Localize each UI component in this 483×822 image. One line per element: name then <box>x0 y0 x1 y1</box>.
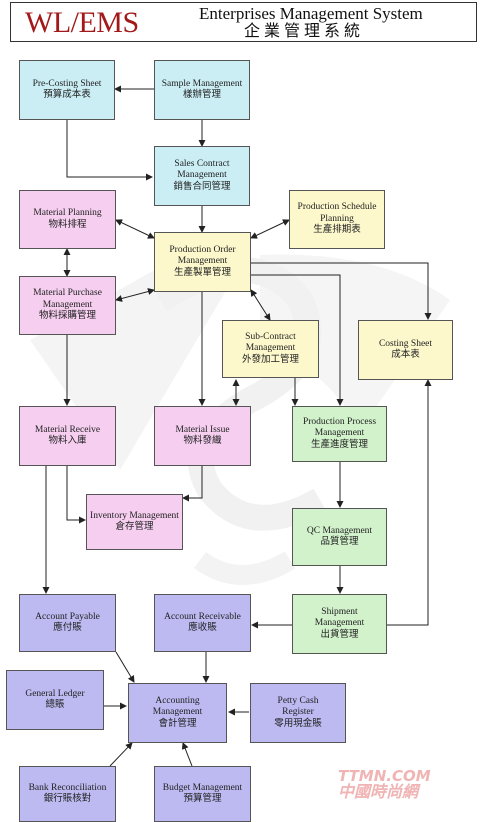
module-material-receive[interactable]: Material Receive 物料入庫 <box>19 406 116 466</box>
module-label-en: Account Receivable <box>164 611 241 622</box>
module-label-zh: 應收賬 <box>188 623 217 633</box>
module-label-en: Pre-Costing Sheet <box>32 78 102 89</box>
module-label-en: Bank Reconciliation <box>28 782 107 793</box>
module-label-en: Production Schedule <box>297 202 377 213</box>
module-budget-management[interactable]: Budget Management 預算管理 <box>154 766 251 822</box>
module-sample-management[interactable]: Sample Management 樣辦管理 <box>154 60 250 120</box>
module-label-en: Shipment <box>321 606 358 617</box>
module-sales-contract[interactable]: Sales Contract Management 銷售合同管理 <box>154 146 250 206</box>
arrow-payable-to-accounting <box>115 651 135 683</box>
arrow-issue-to-inventory <box>182 466 203 502</box>
arrow-receive-to-inventory <box>66 466 86 524</box>
logo: WL/EMS <box>25 6 139 39</box>
module-label-zh: 生產排期表 <box>313 225 361 236</box>
module-qc-management[interactable]: QC Management 品質管理 <box>292 508 387 566</box>
module-label-zh: 物料發織 <box>183 436 222 446</box>
module-account-receivable[interactable]: Account Receivable 應收賬 <box>154 594 251 652</box>
module-label-en: Management <box>314 428 365 439</box>
module-label-en: Management <box>314 618 365 629</box>
module-label-zh: 外發加工管理 <box>241 354 299 365</box>
watermark: TTMN.COM 中國時尚網 <box>338 768 431 800</box>
module-label-en: Production Order <box>169 244 236 255</box>
module-label-en: Inventory Management <box>90 510 179 521</box>
module-label-zh: 樣辦管理 <box>182 90 221 100</box>
module-label-zh: 總賬 <box>45 700 65 710</box>
module-material-purchase[interactable]: Material Purchase Management 物料採購管理 <box>19 276 116 335</box>
module-label-zh: 銀行賬核對 <box>43 794 92 804</box>
module-label-en: Accounting <box>155 695 200 706</box>
arrow-order-to-costing <box>251 262 432 320</box>
arrow-schedule-order <box>250 219 290 239</box>
arrow-budget-to-accounting <box>181 742 193 767</box>
watermark-line-1: TTMN.COM <box>338 767 431 785</box>
module-label-en: Planning <box>320 213 354 224</box>
arrow-bank-to-accounting <box>109 742 133 767</box>
system-subtitle: 企業管理系統 <box>244 23 365 40</box>
module-label-en: Material Issue <box>175 424 230 435</box>
module-accounting-management[interactable]: Accounting Management 會計管理 <box>128 683 227 743</box>
module-label-zh: 預算成本表 <box>43 90 91 100</box>
watermark-line-2: 中國時尚網 <box>338 782 419 801</box>
arrow-precosting-to-sales <box>66 120 153 181</box>
module-shipment-management[interactable]: Shipment Management 出貨管理 <box>292 594 387 654</box>
module-subcontract[interactable]: Sub-Contract Management 外發加工管理 <box>222 320 319 378</box>
module-material-planning[interactable]: Material Planning 物料排程 <box>19 190 116 249</box>
module-material-issue[interactable]: Material Issue 物料發織 <box>154 406 251 466</box>
module-label-en: Sample Management <box>161 78 243 89</box>
module-costing-sheet[interactable]: Costing Sheet 成本表 <box>358 320 453 380</box>
system-title: Enterprises Management System <box>199 4 423 23</box>
module-label-zh: 會計管理 <box>158 718 197 729</box>
module-label-zh: 出貨管理 <box>320 629 359 640</box>
module-label-en: Sub-Contract <box>245 331 296 342</box>
module-label-en: Budget Management <box>162 782 243 793</box>
module-bank-reconciliation[interactable]: Bank Reconciliation 銀行賬核對 <box>19 766 116 822</box>
module-label-en: Register <box>282 707 314 718</box>
module-label-zh: 生產進度管理 <box>310 439 368 450</box>
module-label-en: Material Purchase <box>33 288 102 299</box>
module-label-zh: 銷售合同管理 <box>173 181 231 192</box>
module-inventory-management[interactable]: Inventory Management 倉存管理 <box>86 494 183 550</box>
arrow-purchase-order <box>115 288 155 302</box>
module-production-process[interactable]: Production Process Management 生產進度管理 <box>292 406 387 462</box>
module-label-zh: 物料入庫 <box>48 436 87 446</box>
module-label-en: Management <box>245 343 296 354</box>
module-account-payable[interactable]: Account Payable 應付賬 <box>19 594 116 652</box>
module-label-en: Management <box>42 299 93 310</box>
module-label-en: Petty Cash <box>277 695 319 706</box>
module-label-zh: 物料排程 <box>48 219 87 230</box>
module-pre-costing-sheet[interactable]: Pre-Costing Sheet 預算成本表 <box>19 60 115 120</box>
module-label-en: General Ledger <box>25 688 85 699</box>
module-label-en: Costing Sheet <box>378 338 433 349</box>
module-petty-cash-register[interactable]: Petty Cash Register 零用現金賬 <box>250 683 346 743</box>
arrow-order-subcontract <box>250 289 271 321</box>
module-production-schedule[interactable]: Production Schedule Planning 生產排期表 <box>289 190 385 249</box>
module-label-en: Account Payable <box>35 611 100 622</box>
module-label-en: QC Management <box>306 525 373 536</box>
module-label-en: Sales Contract <box>174 158 230 169</box>
module-label-en: Production Process <box>302 416 377 427</box>
module-label-zh: 物料採購管理 <box>38 311 96 322</box>
module-label-en: Management <box>152 707 203 718</box>
arrow-order-to-process <box>251 274 344 406</box>
module-label-zh: 預算管理 <box>183 794 222 804</box>
arrow-shipment-to-costing <box>387 379 432 626</box>
arrow-planning-order <box>115 219 155 239</box>
module-production-order[interactable]: Production Order Management 生產製單管理 <box>154 232 251 292</box>
module-label-zh: 生產製單管理 <box>173 267 231 278</box>
module-general-ledger[interactable]: General Ledger 總賬 <box>6 670 104 730</box>
module-label-en: Management <box>177 170 227 181</box>
module-label-zh: 品質管理 <box>320 537 359 547</box>
module-label-zh: 成本表 <box>391 350 420 360</box>
module-label-zh: 應付賬 <box>53 623 82 633</box>
module-label-en: Material Planning <box>33 208 102 218</box>
module-label-zh: 零用現金賬 <box>274 718 322 729</box>
title-banner: WL/EMS Enterprises Management System 企業管… <box>10 2 477 42</box>
module-label-en: Management <box>177 256 228 267</box>
module-label-zh: 倉存管理 <box>115 522 154 532</box>
module-label-en: Material Receive <box>34 424 101 435</box>
